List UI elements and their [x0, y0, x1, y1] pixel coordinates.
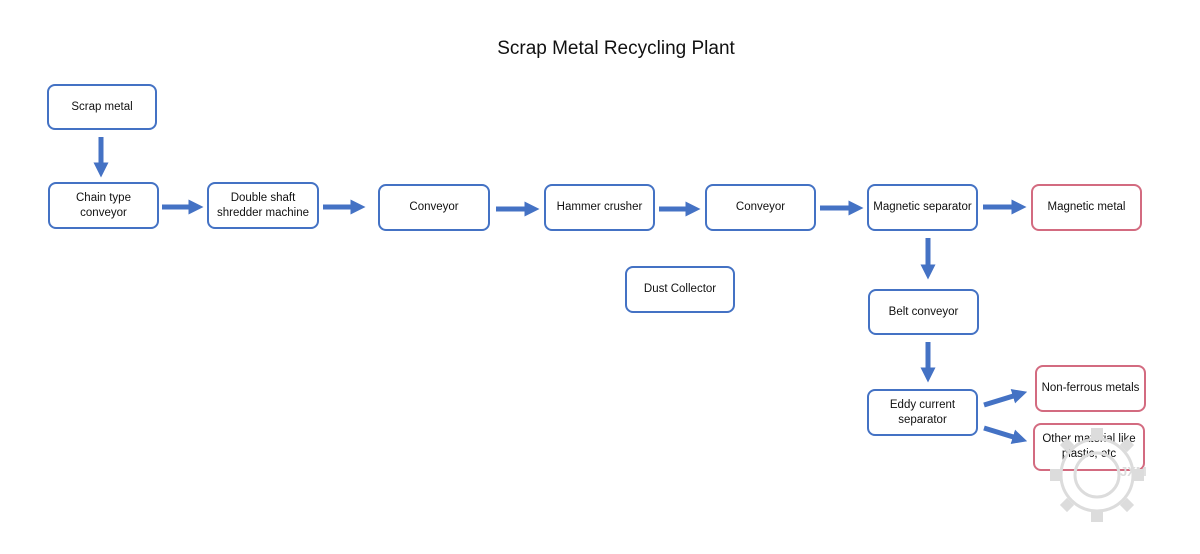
node-label: Eddy current separator: [889, 398, 956, 426]
node-label: Conveyor: [409, 201, 459, 213]
node-dust-collector: Dust Collector: [625, 266, 735, 313]
node-eddy-current-separator: Eddy current separator: [867, 389, 978, 436]
node-label: Magnetic separator: [873, 201, 972, 213]
diagram-title: Scrap Metal Recycling Plant: [497, 38, 735, 59]
svg-text:JXM: JXM: [1120, 464, 1147, 479]
node-magnetic-metal: Magnetic metal: [1031, 184, 1142, 231]
node-label: Magnetic metal: [1047, 201, 1126, 213]
node-non-ferrous-metals: Non-ferrous metals: [1035, 365, 1146, 412]
node-label: Belt conveyor: [888, 305, 959, 318]
arrow-eddy-to-nonferrous: [983, 389, 1028, 408]
node-belt-conveyor: Belt conveyor: [868, 289, 979, 335]
gear-watermark-logo: JXM: [1050, 428, 1147, 522]
arrow-eddy-to-other: [983, 425, 1028, 444]
node-scrap-metal: Scrap metal: [47, 84, 157, 130]
node-hammer-crusher: Hammer crusher: [544, 184, 655, 231]
node-label: Hammer crusher: [556, 201, 643, 213]
node-label: Dust Collector: [643, 283, 717, 295]
node-chain-conveyor: Chain type conveyor: [48, 182, 159, 229]
node-label: Double shaft shredder machine: [216, 191, 310, 219]
node-label: Conveyor: [735, 201, 786, 213]
node-conveyor-1: Conveyor: [378, 184, 490, 231]
node-label: Non-ferrous metals: [1041, 382, 1140, 394]
node-label: Scrap metal: [71, 100, 133, 113]
node-shredder: Double shaft shredder machine: [207, 182, 319, 229]
node-magnetic-separator: Magnetic separator: [867, 184, 978, 231]
node-conveyor-2: Conveyor: [705, 184, 816, 231]
node-label: Chain type conveyor: [76, 191, 131, 219]
